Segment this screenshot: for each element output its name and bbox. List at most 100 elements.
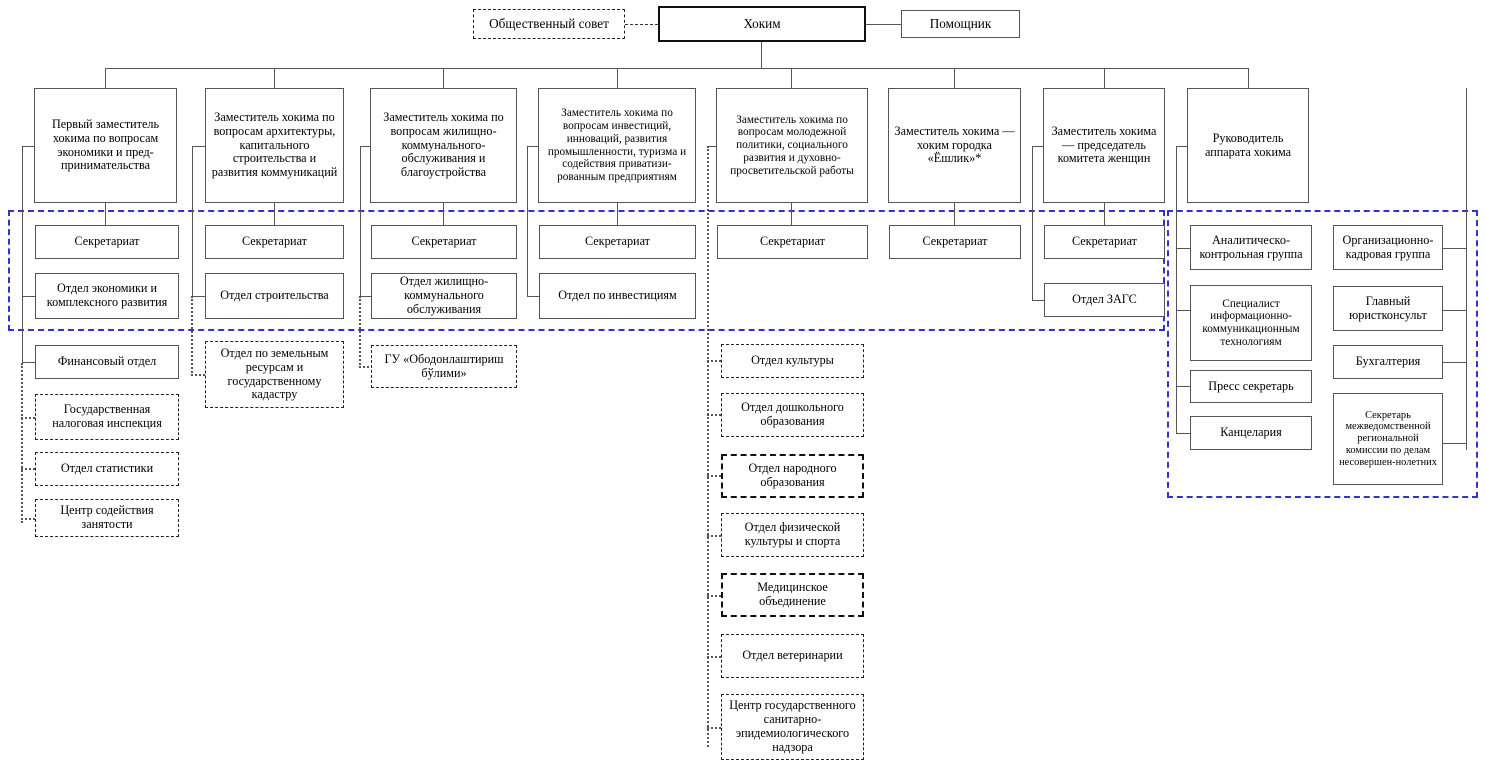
spine-apparat-top bbox=[1176, 146, 1188, 147]
dept-label-statistics: Отдел статистики bbox=[60, 461, 154, 476]
secretariat-label-jkh: Секретариат bbox=[411, 234, 477, 249]
spine-arch-vert bbox=[192, 146, 193, 296]
public-council-box[interactable]: Общественный совет bbox=[473, 9, 625, 39]
dept-box-sanepid[interactable]: Центр государственного санитарно-эпидеми… bbox=[721, 694, 864, 760]
dept-box-tax-inspection[interactable]: Государственная налоговая инспекция bbox=[35, 394, 179, 440]
apparat-box-ict-specialist[interactable]: Специалист информационно-коммуникационны… bbox=[1190, 285, 1312, 361]
stem-youth-sec bbox=[791, 203, 792, 225]
spine-apparat-right-to-hr bbox=[1443, 248, 1467, 249]
spine-arch-dotted bbox=[191, 296, 193, 376]
deputy-label-women: Заместитель хокима — председатель комите… bbox=[1051, 123, 1157, 166]
apparat-box-analytic-group[interactable]: Аналитическо-контрольная группа bbox=[1190, 225, 1312, 270]
spine-jkh-vert bbox=[360, 146, 361, 296]
spine-econ-dot-empl bbox=[21, 518, 35, 520]
stem-invest-sec bbox=[617, 203, 618, 225]
dept-box-preschool[interactable]: Отдел дошкольного образования bbox=[721, 393, 864, 437]
connector-drop-youth bbox=[791, 68, 792, 88]
dept-box-sport[interactable]: Отдел физической культуры и спорта bbox=[721, 513, 864, 557]
connector-drop-invest bbox=[617, 68, 618, 88]
dept-box-medical[interactable]: Медицинское объединение bbox=[721, 573, 864, 617]
apparat-label-hr-group: Организационно-кадровая группа bbox=[1342, 232, 1434, 261]
dept-label-culture: Отдел культуры bbox=[751, 353, 834, 368]
spine-apparat-right-to-minors bbox=[1443, 443, 1467, 444]
apparat-box-chancellery[interactable]: Канцелария bbox=[1190, 416, 1312, 450]
spine-econ-vert bbox=[22, 146, 23, 363]
deputy-box-jkh[interactable]: Заместитель хокима по вопросам жилищно-к… bbox=[370, 88, 517, 203]
dept-label-medical: Медицинское объединение bbox=[757, 580, 828, 608]
dept-box-statistics[interactable]: Отдел статистики bbox=[35, 452, 179, 486]
secretariat-label-youth: Секретариат bbox=[759, 234, 826, 249]
dept-label-preschool: Отдел дошкольного образования bbox=[741, 400, 844, 428]
spine-youth-dot-culture bbox=[707, 360, 721, 362]
dept-label-jkh: Отдел жилищно-коммунального обслуживания bbox=[399, 274, 489, 316]
dept-box-culture[interactable]: Отдел культуры bbox=[721, 344, 864, 378]
dept-box-gu-obodon[interactable]: ГУ «Ободонлаштириш бўлими» bbox=[371, 345, 517, 388]
stem-arch-sec bbox=[274, 203, 275, 225]
dept-box-employment-center[interactable]: Центр содействия занятости bbox=[35, 499, 179, 537]
secretariat-box-econ[interactable]: Секретариат bbox=[35, 225, 179, 259]
hokim-box[interactable]: Хоким bbox=[658, 6, 866, 42]
connector-council-hokim bbox=[625, 24, 658, 25]
dept-box-investment[interactable]: Отдел по инвестициям bbox=[539, 273, 696, 319]
spine-econ-to-finance bbox=[22, 362, 35, 363]
deputy-label-arch: Заместитель хокима по вопросам архитекту… bbox=[211, 110, 338, 180]
dept-box-finance[interactable]: Финансовый отдел bbox=[35, 345, 179, 379]
dept-box-jkh[interactable]: Отдел жилищно-коммунального обслуживания bbox=[371, 273, 517, 319]
apparat-label-analytic-group: Аналитическо-контрольная группа bbox=[1199, 232, 1303, 261]
stem-eshlik-sec bbox=[954, 203, 955, 225]
dept-box-construction[interactable]: Отдел строительства bbox=[205, 273, 344, 319]
spine-invest-vert bbox=[527, 146, 528, 296]
secretariat-box-arch[interactable]: Секретариат bbox=[205, 225, 344, 259]
spine-youth-dot-medical bbox=[707, 595, 721, 597]
spine-jkh-to-dept bbox=[360, 296, 371, 297]
secretariat-label-women: Секретариат bbox=[1071, 234, 1138, 249]
dept-box-veterinary[interactable]: Отдел ветеринарии bbox=[721, 634, 864, 678]
deputy-box-youth[interactable]: Заместитель хокима по вопросам молодежно… bbox=[716, 88, 868, 203]
deputy-box-econ[interactable]: Первый заместитель хокима по вопросам эк… bbox=[34, 88, 177, 203]
apparat-label-chief-legal: Главный юристконсульт bbox=[1349, 293, 1427, 322]
spine-youth-dotted bbox=[707, 146, 709, 747]
assistant-box[interactable]: Помощник bbox=[901, 10, 1020, 38]
secretariat-label-econ: Секретариат bbox=[74, 234, 140, 249]
connector-drop-eshlik bbox=[954, 68, 955, 88]
apparat-box-hr-group[interactable]: Организационно-кадровая группа bbox=[1333, 225, 1443, 270]
deputy-box-invest[interactable]: Заместитель хокима по вопросам инвестици… bbox=[538, 88, 696, 203]
spine-econ-top bbox=[22, 146, 35, 147]
apparat-box-press-secretary[interactable]: Пресс секретарь bbox=[1190, 370, 1312, 403]
dept-label-finance: Финансовый отдел bbox=[57, 354, 157, 369]
deputy-box-women[interactable]: Заместитель хокима — председатель комите… bbox=[1043, 88, 1165, 203]
spine-econ-dot-stat bbox=[21, 468, 35, 470]
dept-box-land-cadastre[interactable]: Отдел по земельным ресурсам и государств… bbox=[205, 341, 344, 408]
secretariat-label-invest: Секретариат bbox=[584, 234, 651, 249]
spine-youth-top bbox=[708, 146, 717, 147]
spine-youth-dot-education bbox=[707, 475, 721, 477]
apparat-box-chief-legal[interactable]: Главный юристконсульт bbox=[1333, 286, 1443, 331]
blue-group-frame-apparatus bbox=[1167, 210, 1478, 498]
spine-econ-dotted bbox=[21, 363, 23, 523]
apparat-label-press-secretary: Пресс секретарь bbox=[1208, 378, 1294, 393]
secretariat-box-jkh[interactable]: Секретариат bbox=[371, 225, 517, 259]
secretariat-box-women[interactable]: Секретариат bbox=[1044, 225, 1165, 259]
deputy-label-jkh: Заместитель хокима по вопросам жилищно-к… bbox=[383, 110, 504, 180]
secretariat-box-youth[interactable]: Секретариат bbox=[717, 225, 868, 259]
deputy-label-youth: Заместитель хокима по вопросам молодежно… bbox=[730, 113, 854, 177]
blue-group-frame-secretariats bbox=[8, 210, 1165, 331]
deputy-box-eshlik[interactable]: Заместитель хокима — хоким городка «Ёшли… bbox=[888, 88, 1021, 203]
stem-jkh-sec bbox=[443, 203, 444, 225]
spine-women-to-zags bbox=[1032, 300, 1044, 301]
dept-box-economy[interactable]: Отдел экономики и комплексного развития bbox=[35, 273, 179, 319]
apparat-box-accounting[interactable]: Бухгалтерия bbox=[1333, 345, 1443, 379]
deputy-box-apparat[interactable]: Руководитель аппарата хокима bbox=[1187, 88, 1309, 203]
apparat-label-chancellery: Канцелария bbox=[1220, 425, 1282, 440]
apparat-box-minors-commission[interactable]: Секретарь межведомственной региональной … bbox=[1333, 393, 1443, 485]
dept-box-zags[interactable]: Отдел ЗАГС bbox=[1044, 283, 1165, 317]
secretariat-box-invest[interactable]: Секретариат bbox=[539, 225, 696, 259]
connector-hokim-assistant bbox=[866, 24, 901, 25]
deputy-box-arch[interactable]: Заместитель хокима по вопросам архитекту… bbox=[205, 88, 344, 203]
dept-box-public-education[interactable]: Отдел народного образования bbox=[721, 454, 864, 498]
dept-label-sport: Отдел физической культуры и спорта bbox=[744, 520, 841, 548]
connector-drop-women bbox=[1104, 68, 1105, 88]
secretariat-box-eshlik[interactable]: Секретариат bbox=[889, 225, 1021, 259]
dept-label-economy: Отдел экономики и комплексного развития bbox=[46, 281, 168, 309]
